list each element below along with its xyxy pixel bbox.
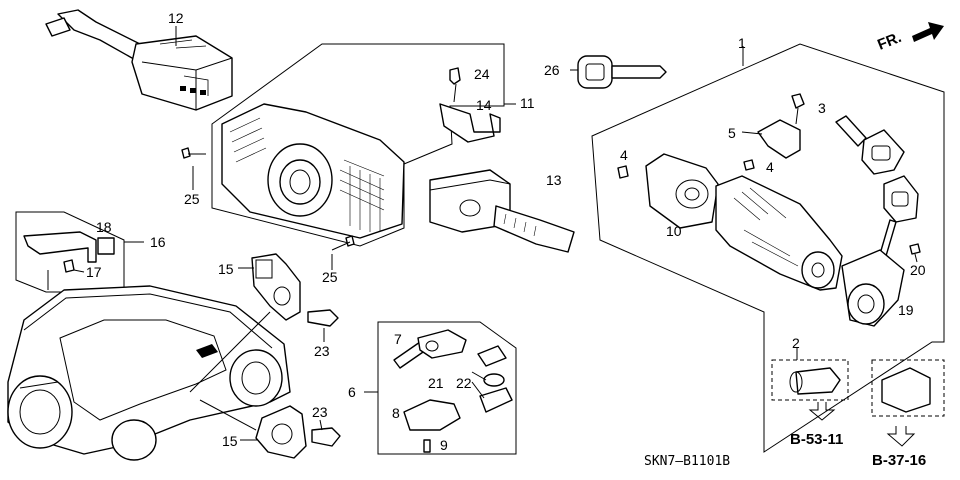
callout-labels: 1 2 3 4 4 5 6 7 8 9 10 11 12 13 14 15 15…	[86, 10, 926, 453]
callout-25-upper: 25	[184, 191, 200, 207]
callout-4-right: 4	[766, 159, 774, 175]
callout-23-lower: 23	[312, 404, 328, 420]
front-arrow-icon	[912, 22, 944, 42]
callout-8: 8	[392, 405, 400, 421]
part-1-steering-lock-kit	[591, 43, 945, 453]
callout-25-lower: 25	[322, 269, 338, 285]
vehicle-illustration	[7, 270, 291, 461]
part-2-lock-cylinder-set	[771, 348, 945, 447]
part-25-screw-lower	[331, 235, 355, 270]
callout-18: 18	[96, 219, 112, 235]
part-6-key-set	[364, 321, 517, 455]
callout-23-upper: 23	[314, 343, 330, 359]
callout-26: 26	[544, 62, 560, 78]
callout-15-lower: 15	[222, 433, 238, 449]
callout-6: 6	[348, 384, 356, 400]
part-11-cable-reel-assembly	[211, 43, 516, 247]
callout-21: 21	[428, 375, 444, 391]
part-26-key-blank	[570, 55, 667, 89]
callout-16: 16	[150, 234, 166, 250]
callout-22: 22	[456, 375, 472, 391]
part-25-screw-upper	[181, 147, 206, 190]
part-12-combination-switch	[45, 9, 233, 111]
callout-5: 5	[728, 125, 736, 141]
callout-14: 14	[476, 97, 492, 113]
part-23-bolt-lower	[311, 419, 341, 447]
callout-3: 3	[818, 100, 826, 116]
callout-24: 24	[474, 66, 490, 82]
part-13-wiper-switch	[429, 169, 575, 253]
reference-b-53-11: B-53-11	[790, 431, 843, 448]
part-15-key-interlock-upper	[238, 253, 301, 321]
callout-1: 1	[738, 35, 746, 51]
callout-20: 20	[910, 262, 926, 278]
callout-9: 9	[440, 437, 448, 453]
diagram-code: SKN7—B1101B	[644, 454, 730, 469]
callout-15-upper: 15	[218, 261, 234, 277]
callout-11: 11	[520, 95, 535, 111]
part-15-key-interlock-lower	[240, 405, 307, 459]
callout-2: 2	[792, 335, 800, 351]
callout-17: 17	[86, 264, 102, 280]
callout-4-left: 4	[620, 147, 628, 163]
callout-7: 7	[394, 331, 402, 347]
callout-19: 19	[898, 302, 914, 318]
reference-b-37-16: B-37-16	[872, 452, 926, 469]
callout-13: 13	[546, 172, 562, 188]
callout-10: 10	[666, 223, 682, 239]
callout-12: 12	[168, 10, 184, 26]
part-16-bracket-box	[15, 211, 144, 293]
front-direction-label: FR.	[875, 29, 904, 54]
part-23-bolt-upper	[307, 309, 339, 342]
front-direction-marker: FR.	[875, 22, 944, 54]
